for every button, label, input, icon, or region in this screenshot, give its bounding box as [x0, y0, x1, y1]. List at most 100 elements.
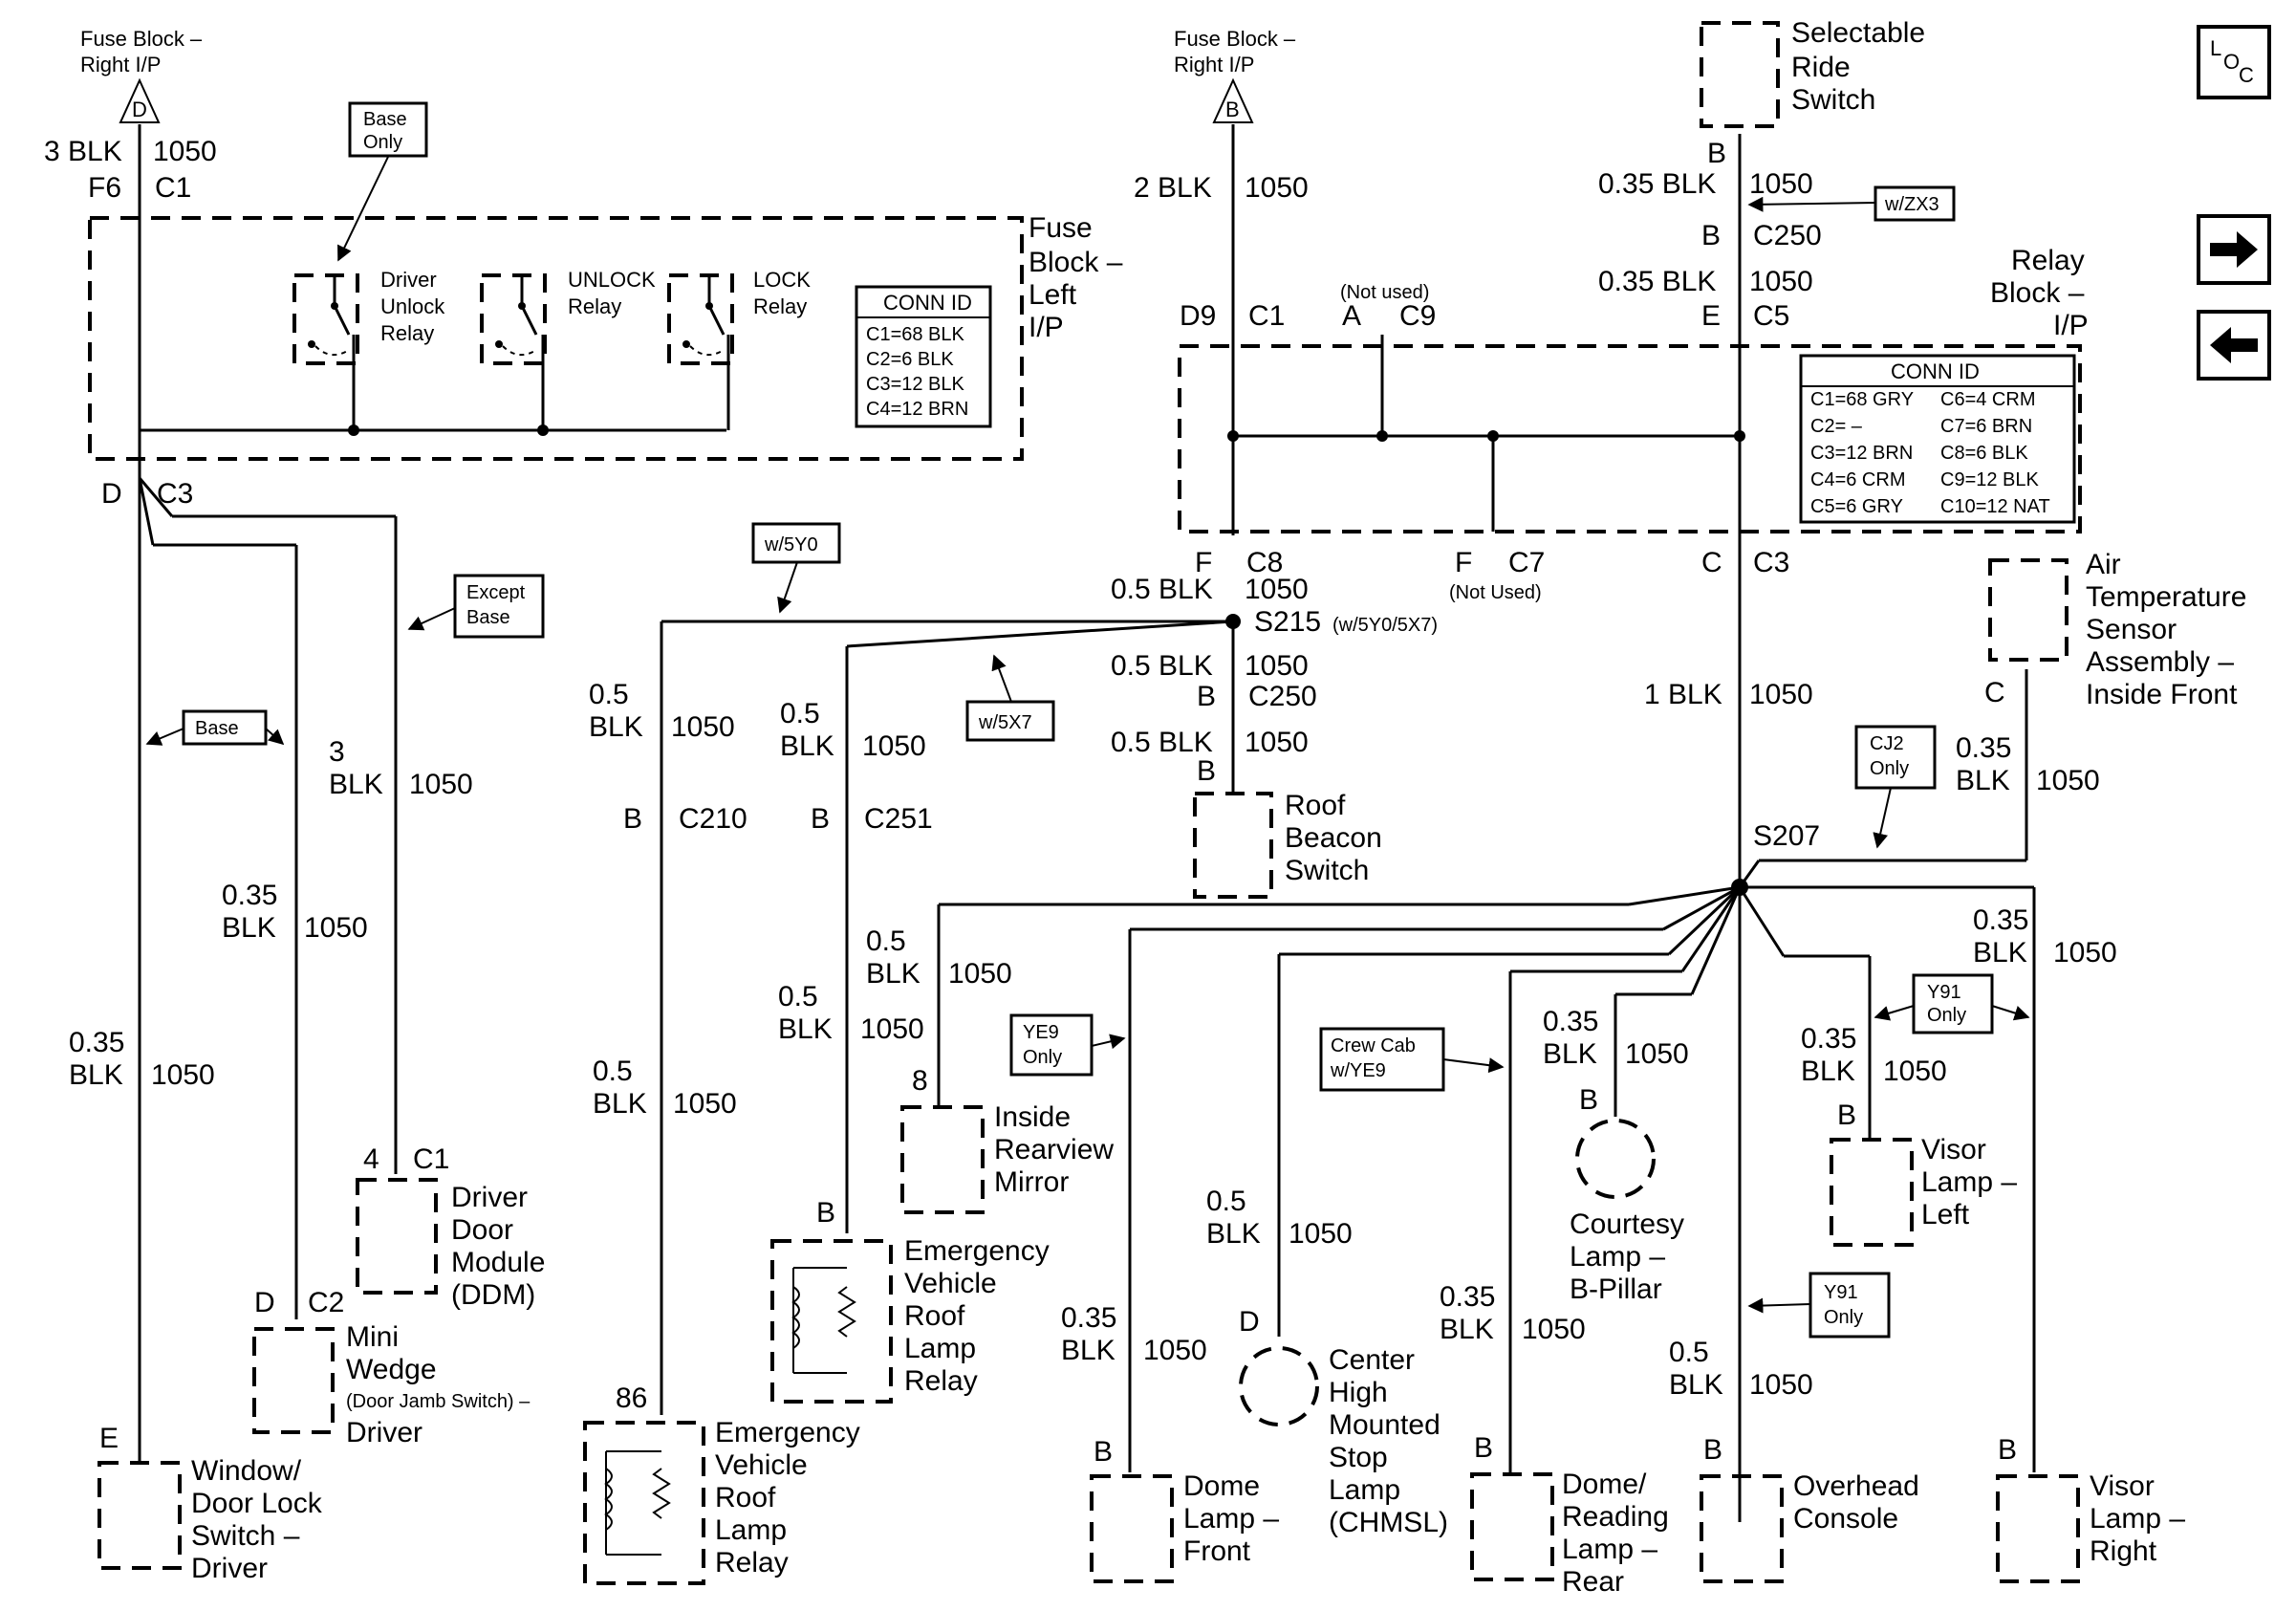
air-temp-label: Inside Front	[2086, 679, 2238, 710]
visor-left-label: Left	[1921, 1199, 1970, 1230]
conn-id-row: C10=12 NAT	[1940, 496, 2050, 517]
wire-circuit: 1050	[1245, 574, 1309, 605]
conn-id-row: C8=6 BLK	[1940, 443, 2028, 464]
emergency-relay-label: Emergency	[715, 1417, 860, 1448]
pin-b: B	[1837, 1099, 1856, 1131]
pin-b: B	[816, 1197, 835, 1229]
unlock-relay-label-1: UNLOCK	[568, 268, 656, 292]
wire-gauge: 0.5	[866, 925, 906, 957]
mirror-label: Rearview	[994, 1134, 1114, 1165]
conn-c250: C250	[1248, 681, 1317, 712]
mini-label: Driver	[346, 1417, 422, 1448]
driver-unlock-relay-label-3: Relay	[380, 321, 434, 345]
w5y0-box	[751, 522, 841, 564]
ddm-label: Door	[451, 1214, 513, 1246]
wire-circuit: 1050	[1883, 1056, 1947, 1087]
chmsl-lamp	[1239, 1346, 1319, 1426]
wire-color: BLK	[1061, 1335, 1116, 1366]
wire-gauge: 0.5	[778, 981, 818, 1012]
pin-c: C	[1701, 547, 1722, 578]
lock-relay-label-2: Relay	[753, 294, 807, 318]
wire-gauge: 3 BLK	[44, 136, 122, 167]
conn-c250: C250	[1753, 220, 1822, 251]
lock-relay	[667, 273, 734, 430]
base-box	[182, 709, 268, 746]
visor-left-label: Visor	[1921, 1134, 1986, 1165]
wire-gauge: 0.5	[589, 679, 629, 710]
wire-circuit: 1050	[1143, 1335, 1207, 1366]
fuse-triangle-icon	[119, 77, 161, 123]
air-temp-label: Air	[2086, 549, 2121, 580]
courtesy-label: B-Pillar	[1570, 1274, 1662, 1305]
base-only-box	[348, 101, 428, 158]
cj2-label: Only	[1870, 758, 1909, 779]
bus-junction	[537, 425, 549, 436]
ddm-label: (DDM)	[451, 1279, 535, 1311]
visor-left-label: Lamp –	[1921, 1166, 2017, 1198]
ddm-component	[356, 1178, 438, 1295]
wire-gauge: 1 BLK	[1644, 679, 1722, 710]
conn-id-row: C1=68 BLK	[866, 324, 965, 345]
conn-id-row: C7=6 BRN	[1940, 416, 2032, 437]
conn-id-row: C4=6 CRM	[1810, 469, 1905, 490]
emergency-relay-label: Vehicle	[904, 1268, 997, 1299]
selectable-ride-label: Switch	[1791, 84, 1875, 116]
emergency-relay-label: Relay	[715, 1547, 789, 1578]
driver-unlock-relay	[292, 273, 359, 430]
roof-beacon-label: Beacon	[1285, 822, 1382, 854]
visor-lamp-right	[1996, 1474, 2080, 1583]
pin-b: B	[1998, 1434, 2017, 1466]
pin-b: B	[1474, 1432, 1493, 1464]
pin-b: B	[1579, 1084, 1598, 1116]
wire-circuit: 1050	[1749, 1369, 1813, 1401]
chmsl-label: High	[1329, 1377, 1388, 1408]
wzx3-box	[1874, 185, 1956, 222]
previous-page-button[interactable]	[2197, 310, 2271, 381]
base-only-label-1: Base	[363, 109, 407, 130]
next-page-button[interactable]	[2197, 214, 2271, 285]
dome-reading-lamp-rear	[1470, 1472, 1554, 1581]
arrow-left-icon	[2210, 327, 2258, 363]
wire-color: BLK	[1956, 765, 2010, 796]
loc-button[interactable]: L O C	[2197, 25, 2271, 99]
center-top: Fuse Block – Right I/P B 2 BLK 1050 D9 C…	[1134, 27, 2082, 603]
pin-b: B	[623, 803, 642, 835]
fuse-letter: D	[132, 98, 147, 121]
ye9-label: YE9	[1023, 1022, 1059, 1043]
conn-id-box-right	[1799, 354, 2076, 524]
emergency-relay-label: Vehicle	[715, 1449, 808, 1481]
mirror-label: Inside	[994, 1101, 1071, 1133]
pin-a: A	[1342, 300, 1361, 332]
wire-gauge: 0.35	[1956, 732, 2011, 764]
arrow-right-icon	[2210, 231, 2258, 268]
emergency-relay-label: Lamp	[715, 1514, 787, 1546]
air-temp-label: Assembly –	[2086, 646, 2234, 678]
fuse-block-right-ip-label-2: Right I/P	[1174, 53, 1254, 76]
y91-label: Only	[1824, 1307, 1863, 1328]
pin-d: D	[1239, 1306, 1260, 1338]
s207-section: 1 BLK 1050 S207 CJ2 Only Air Temperature…	[937, 549, 2246, 1472]
fuse-block-right-ip-label-2: Right I/P	[80, 53, 161, 76]
window-wire-circuit: 1050	[151, 1059, 215, 1091]
mini-label: Mini	[346, 1321, 399, 1353]
pin-b: B	[1707, 138, 1726, 169]
splice-label: S215	[1254, 606, 1321, 638]
pin-b: B	[1197, 681, 1216, 712]
wire-color: BLK	[780, 730, 834, 762]
emergency-relay-lower	[583, 1421, 705, 1585]
courtesy-lamp	[1575, 1119, 1656, 1199]
conn-c7: C7	[1508, 547, 1545, 578]
emergency-relay-upper	[770, 1239, 893, 1404]
wire-gauge: 0.35	[1440, 1281, 1495, 1313]
window-label: Driver	[191, 1553, 268, 1584]
conn-c9: C9	[1399, 300, 1436, 332]
ye9-box	[1009, 1013, 1094, 1077]
y91-label: Only	[1927, 1005, 1966, 1026]
wire-circuit: 1050	[1245, 172, 1309, 204]
conn-id-box-left	[855, 285, 992, 428]
mini-wire-circuit: 1050	[304, 912, 368, 944]
courtesy-label: Courtesy	[1570, 1208, 1684, 1240]
wire-circuit: 1050	[948, 958, 1012, 990]
conn-id-row: C9=12 BLK	[1940, 469, 2040, 490]
